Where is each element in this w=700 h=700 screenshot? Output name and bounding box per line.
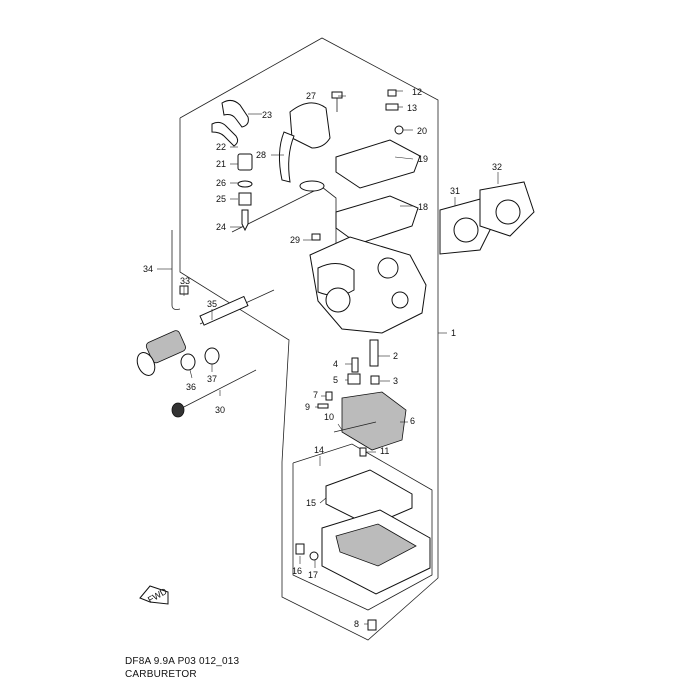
needle-24 [241,209,249,232]
callout-36: 36 [186,382,196,392]
callout-33: 33 [180,276,190,286]
float-bowl [321,509,431,595]
callout-16: 16 [292,566,302,576]
callout-6: 6 [410,416,415,426]
callout-31: 31 [450,186,460,196]
callout-28: 28 [256,150,266,160]
pin-9 [317,403,329,409]
callout-30: 30 [215,405,225,415]
callout-34: 34 [143,264,153,274]
callout-25: 25 [216,194,226,204]
subgroup-boundary-bowl [292,443,433,611]
screw-12 [387,89,397,97]
callout-21: 21 [216,159,226,169]
drain-screw-16 [295,543,305,555]
callout-35: 35 [207,299,217,309]
callout-17: 17 [308,570,318,580]
screw-11 [359,447,367,457]
plunger-assembly [136,330,186,376]
spring-25 [238,192,252,206]
callout-20: 20 [417,126,427,136]
callout-8: 8 [354,619,359,629]
pin-10 [333,421,377,433]
callout-9: 9 [305,402,310,412]
diagram-code: DF8A 9.9A P03 012_013 [125,656,240,667]
callout-18: 18 [418,202,428,212]
callout-7: 7 [313,390,318,400]
washer-17 [309,551,319,561]
screw-27 [331,91,343,112]
screw-29 [311,233,321,241]
callout-11: 11 [380,446,389,456]
choke-rod-34 [171,230,181,310]
callout-14: 14 [314,445,324,455]
jet-3 [370,375,380,385]
callout-15: 15 [306,498,316,508]
spring-13 [385,103,399,111]
callout-12: 12 [412,87,422,97]
callout-23: 23 [262,110,272,120]
washer-37 [204,347,220,365]
forward-arrow-icon: FWD [139,585,169,605]
callout-32: 32 [492,162,502,172]
callout-19: 19 [418,154,428,164]
screw-20 [394,125,404,135]
screw-30 [171,369,257,418]
callout-5: 5 [333,375,338,385]
jet-2 [369,339,379,367]
callout-26: 26 [216,178,226,188]
hose-23 [221,99,249,128]
callout-37: 37 [207,374,217,384]
nut-36 [180,353,196,371]
callout-10: 10 [324,412,334,422]
callout-4: 4 [333,359,338,369]
ring-26 [237,180,253,188]
callout-13: 13 [407,103,417,113]
callout-22: 22 [216,142,226,152]
float-6 [341,391,407,451]
jet-5 [347,373,361,385]
screw-8 [367,619,377,631]
float-valve-7 [325,391,333,401]
hose-22 [211,121,239,147]
callout-3: 3 [393,376,398,386]
fitting-21 [237,153,253,171]
diagram-title: CARBURETOR [125,669,197,680]
enrichener-28 [278,102,331,192]
jet-4 [351,357,359,373]
callout-27: 27 [306,91,316,101]
plate-18 [335,195,419,245]
callout-24: 24 [216,222,226,232]
leader-lines [157,90,499,625]
carburetor-body [309,236,427,334]
callout-2: 2 [393,351,398,361]
gasket-15 [325,469,413,527]
flange-32 [479,181,535,237]
callout-29: 29 [290,235,300,245]
gasket-19 [335,139,421,189]
callout-1: 1 [451,328,456,338]
